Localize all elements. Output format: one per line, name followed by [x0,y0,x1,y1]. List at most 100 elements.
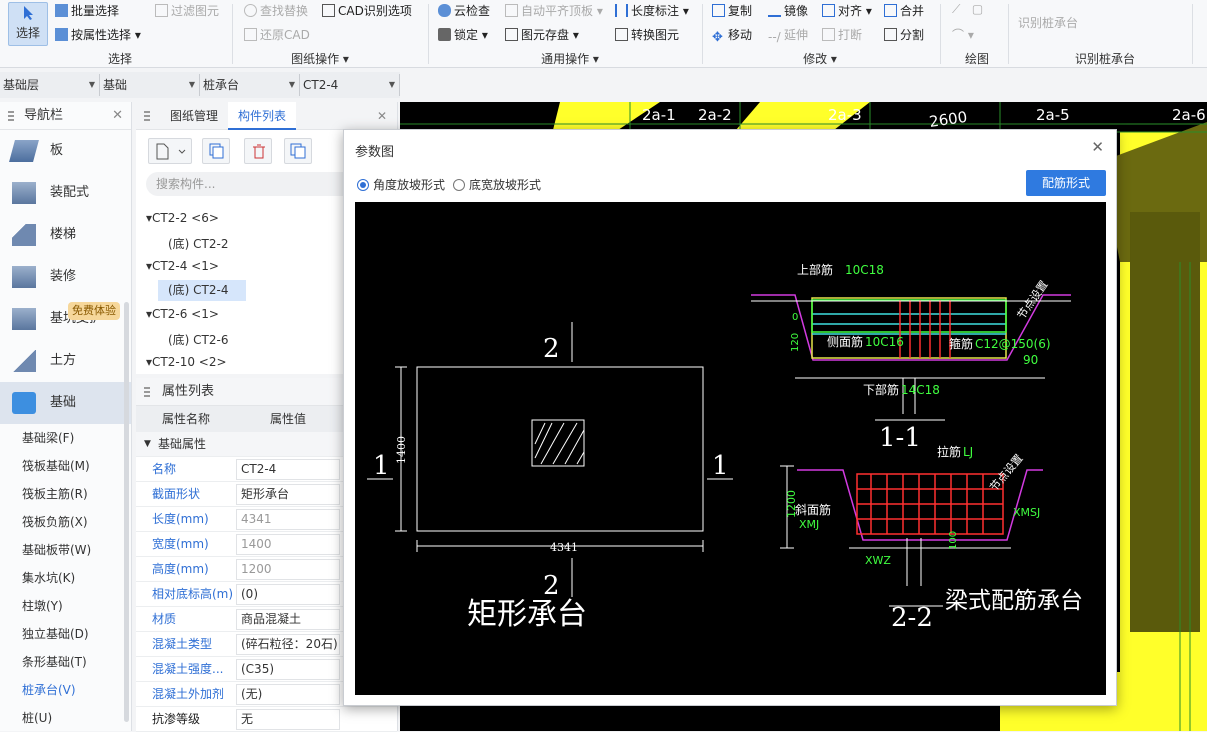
component-tabs: 图纸管理 构件列表 ✕ [136,102,397,130]
divider [940,4,941,64]
prop-value-concrete-strength[interactable]: (C35) [236,659,340,680]
table-row: 宽度(mm)1400 [136,532,397,557]
nav-item-decoration[interactable]: 装修 [0,256,131,298]
select-button[interactable]: 选择 [8,2,48,46]
nav-item-slab[interactable]: 板 [0,130,131,172]
nav-item-pit-support[interactable]: 基坑支护 免费体验 [0,298,131,340]
tree-leaf-ct2-6[interactable]: (底) CT2-6 [168,333,229,347]
nav-sub-raft-main-bar[interactable]: 筏板主筋(R) [22,487,88,501]
slope-note: 节点设置 [1015,278,1051,321]
split-button[interactable]: 分割 [884,26,924,43]
prop-value-width[interactable]: 1400 [236,534,340,555]
new-file-icon [156,143,186,160]
prop-value-shape[interactable]: 矩形承台 [236,484,340,505]
scrollbar[interactable] [124,302,129,722]
delete-component-button[interactable] [244,138,272,164]
prop-value-length[interactable]: 4341 [236,509,340,530]
divider [702,4,703,64]
trial-badge[interactable]: 免费体验 [68,302,120,320]
attr-select-button[interactable]: 按属性选择 ▾ [55,26,141,43]
break-button[interactable]: 打断 [822,26,862,43]
tree-node-ct2-4[interactable]: ▾CT2-4 <1> [146,259,219,273]
restore-cad-button[interactable]: 还原CAD [244,26,310,43]
prop-value-concrete-type[interactable]: (碎石粒径：20石) [236,634,340,655]
rebar-form-button[interactable]: 配筋形式 [1026,170,1106,196]
close-icon[interactable]: ✕ [376,109,387,123]
nav-sub-pile-cap[interactable]: 桩承台(V) [22,683,76,697]
nav-item-prefab[interactable]: 装配式 [0,172,131,214]
copy-component-button[interactable] [202,138,230,164]
find-replace-button[interactable]: 查找替换 [244,2,308,19]
nav-sub-pile[interactable]: 桩(U) [22,711,53,725]
nav-sub-column-pier[interactable]: 柱墩(Y) [22,599,63,613]
move-button[interactable]: ✥移动 [712,28,753,45]
nav-sub-foundation-beam[interactable]: 基础梁(F) [22,431,75,445]
section-mark: 1 [712,451,729,481]
floor-dropdown[interactable]: 基础层▼ [0,74,100,96]
new-component-button[interactable] [148,138,192,164]
merge-button[interactable]: 合并 [884,2,924,19]
nav-sub-sump[interactable]: 集水坑(K) [22,571,76,585]
nav-sub-strip-footing[interactable]: 条形基础(T) [22,655,87,669]
prop-value-bottom-elev[interactable]: (0) [236,584,340,605]
chevron-down-icon: ▼ [188,80,195,89]
cloud-check-button[interactable]: 云检查 [438,2,490,19]
layer-copy-button[interactable] [284,138,312,164]
layer-copy-icon [290,143,306,159]
nav-sub-foundation-strip[interactable]: 基础板带(W) [22,543,92,557]
component-dropdown[interactable]: CT2-4▼ [300,74,400,96]
tree-node-ct2-10[interactable]: ▾CT2-10 <2> [146,355,227,369]
category-dropdown[interactable]: 基础▼ [100,74,200,96]
lock-button[interactable]: 锁定 ▾ [438,26,488,43]
floor-selector-bar: 基础层▼ 基础▼ 桩承台▼ CT2-4▼ [0,72,400,98]
stairs-icon [12,224,36,246]
prop-value-material[interactable]: 商品混凝土 [236,609,340,630]
extend-button[interactable]: --/延伸 [768,28,809,44]
prop-value-impermeability[interactable]: 无 [236,709,340,730]
dim-length: 4341 [550,541,578,554]
recognize-pile-cap-button[interactable]: 识别桩承台 [1018,16,1079,30]
nav-sub-isolated-footing[interactable]: 独立基础(D) [22,627,89,641]
filter-elem-button[interactable]: 过滤图元 [155,2,219,19]
tree-leaf-ct2-2[interactable]: (底) CT2-2 [168,237,229,251]
group-draw-label: 绘图 [964,52,989,66]
mirror-button[interactable]: 镜像 [768,2,808,19]
drag-handle-icon[interactable] [144,111,150,121]
drag-handle-icon[interactable] [8,111,14,121]
convert-elem-button[interactable]: 转换图元 [615,26,679,43]
prop-value-name[interactable]: CT2-4 [236,459,340,480]
nav-item-earthwork[interactable]: 土方 [0,340,131,382]
tab-component-list[interactable]: 构件列表 [228,102,297,130]
nav-item-foundation[interactable]: 基础 [0,382,131,424]
column-header-name: 属性名称 [162,412,211,426]
beam-cap-title: 梁式配筋承台 [945,588,1083,614]
tab-drawing-management[interactable]: 图纸管理 [170,109,219,123]
divider [1008,4,1009,64]
prop-value-height[interactable]: 1200 [236,559,340,580]
close-icon[interactable]: ✕ [112,108,123,123]
radio-width-slope[interactable]: 底宽放坡形式 [453,176,541,193]
align-button[interactable]: 对齐 ▾ [822,2,872,19]
cad-options-button[interactable]: CAD识别选项 [322,2,412,19]
line-draw-button[interactable]: ⟋ ▢ [952,2,984,16]
prop-value-admixture[interactable]: (无) [236,684,340,705]
close-icon[interactable]: ✕ [1091,138,1104,156]
nav-item-stairs[interactable]: 楼梯 [0,214,131,256]
axis-label: 2a-2 [698,106,732,124]
tree-leaf-ct2-4-selected[interactable]: (底) CT2-4 [158,280,246,301]
batch-select-button[interactable]: 批量选择 [55,2,119,19]
drag-handle-icon[interactable] [144,387,150,397]
auto-align-button[interactable]: 自动平齐顶板 ▾ [505,2,603,19]
arc-draw-button[interactable]: ⌒ ▾ [952,28,974,42]
table-row: 混凝土强度...(C35) [136,657,397,682]
copy-button[interactable]: 复制 [712,2,752,19]
radio-angle-slope[interactable]: 角度放坡形式 [357,176,445,193]
nav-sub-raft-foundation[interactable]: 筏板基础(M) [22,459,90,473]
type-dropdown[interactable]: 桩承台▼ [200,74,300,96]
elem-save-button[interactable]: 图元存盘 ▾ [505,26,579,43]
length-mark-button[interactable]: 长度标注 ▾ [615,2,689,19]
tree-node-ct2-6[interactable]: ▾CT2-6 <1> [146,307,219,321]
nav-sub-raft-neg-bar[interactable]: 筏板负筋(X) [22,515,88,529]
axis-label: 2a-1 [642,106,676,124]
tree-node-ct2-2[interactable]: ▾CT2-2 <6> [146,211,219,225]
